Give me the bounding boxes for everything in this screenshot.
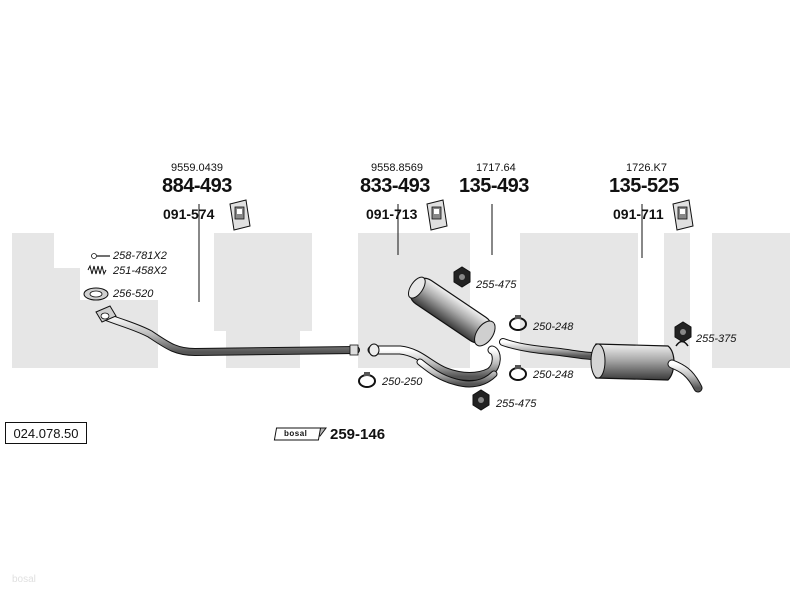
spring-bolt-label: 258-781X2: [113, 250, 167, 262]
clamp-front-label: 250-250: [382, 376, 423, 388]
spring-icon: [87, 264, 107, 276]
front-sub-label: 9559.0439: [171, 162, 223, 174]
gasket-icon: [83, 287, 109, 301]
front-bracket-part: 091-574: [163, 206, 215, 222]
front-main-part: 884-493: [162, 175, 232, 197]
nut-icon-top: [453, 266, 471, 288]
clamp-icon-front: [358, 372, 376, 388]
nut-rear-label: 255-375: [696, 333, 737, 345]
rear-main-part: 135-525: [609, 175, 679, 197]
spring-label: 251-458X2: [113, 265, 167, 277]
nut-icon-bottom: [472, 389, 490, 411]
bracket-icon-middle: [426, 199, 448, 231]
nut-icon-rear: [674, 321, 692, 343]
rear-sub-label: 1726.K7: [626, 162, 667, 174]
kit-badge-text: bosal: [284, 429, 308, 438]
rear-connecting-pipe: [499, 338, 598, 360]
rear-silencer: [590, 340, 703, 393]
clamp-icon-upper: [509, 315, 527, 331]
kit-label: 259-146: [330, 426, 386, 443]
intermediate-pipe: [367, 343, 501, 388]
nut-bottom-label: 255-475: [496, 398, 537, 410]
front-pipe: [95, 305, 360, 357]
gasket-front-label: 256-520: [113, 288, 154, 300]
middle-sub-label: 9558.8569: [371, 162, 423, 174]
watermark-text: bosal: [12, 574, 36, 585]
bolt-icon: [91, 253, 110, 259]
nut-top-label: 255-475: [476, 279, 517, 291]
clamp-upper-label: 250-248: [533, 321, 574, 333]
centre-silencer: [407, 276, 496, 347]
centre-main-part: 135-493: [459, 175, 529, 197]
leader-lines: [198, 204, 643, 302]
middle-bracket-part: 091-713: [366, 206, 418, 222]
bracket-icon-front: [229, 199, 251, 231]
rear-bracket-part: 091-711: [613, 206, 664, 222]
clamp-icon-lower: [509, 365, 527, 381]
reference-number: 024.078.50: [13, 425, 79, 441]
kit-badge-icon: [273, 427, 327, 441]
middle-main-part: 833-493: [360, 175, 430, 197]
clamp-lower-label: 250-248: [533, 369, 574, 381]
bracket-icon-rear: [672, 199, 694, 231]
reference-number-box: 024.078.50: [5, 422, 87, 444]
centre-sub-label: 1717.64: [476, 162, 516, 174]
